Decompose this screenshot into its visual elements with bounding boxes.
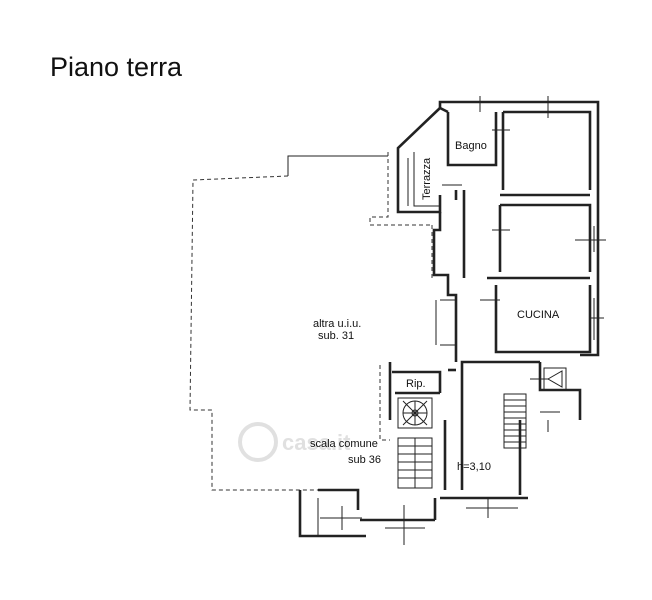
room-label-terrazza: Terrazza — [421, 157, 433, 200]
room-label-altra-line2: sub. 31 — [318, 330, 354, 342]
room-label-cucina: CUCINA — [517, 309, 560, 321]
room-label-scala-line2: sub 36 — [348, 454, 381, 466]
room-label-rip: Rip. — [406, 378, 426, 390]
entrance-symbol — [530, 367, 567, 391]
floor-title: Piano terra — [50, 52, 183, 82]
room-label-altra-line1: altra u.i.u. — [313, 318, 361, 330]
ceiling-height-label: h=3,10 — [457, 461, 491, 473]
stair-common — [397, 437, 433, 489]
room-label-bagno: Bagno — [455, 140, 487, 152]
spiral-stair — [397, 397, 433, 429]
window-marks — [317, 96, 606, 545]
room-label-scala-line1: scala comune — [310, 438, 378, 450]
watermark: casa.it — [238, 422, 351, 462]
watermark-text: casa.it — [282, 430, 351, 455]
stair-right — [503, 393, 527, 449]
neighbour-unit-outline — [189, 152, 433, 491]
